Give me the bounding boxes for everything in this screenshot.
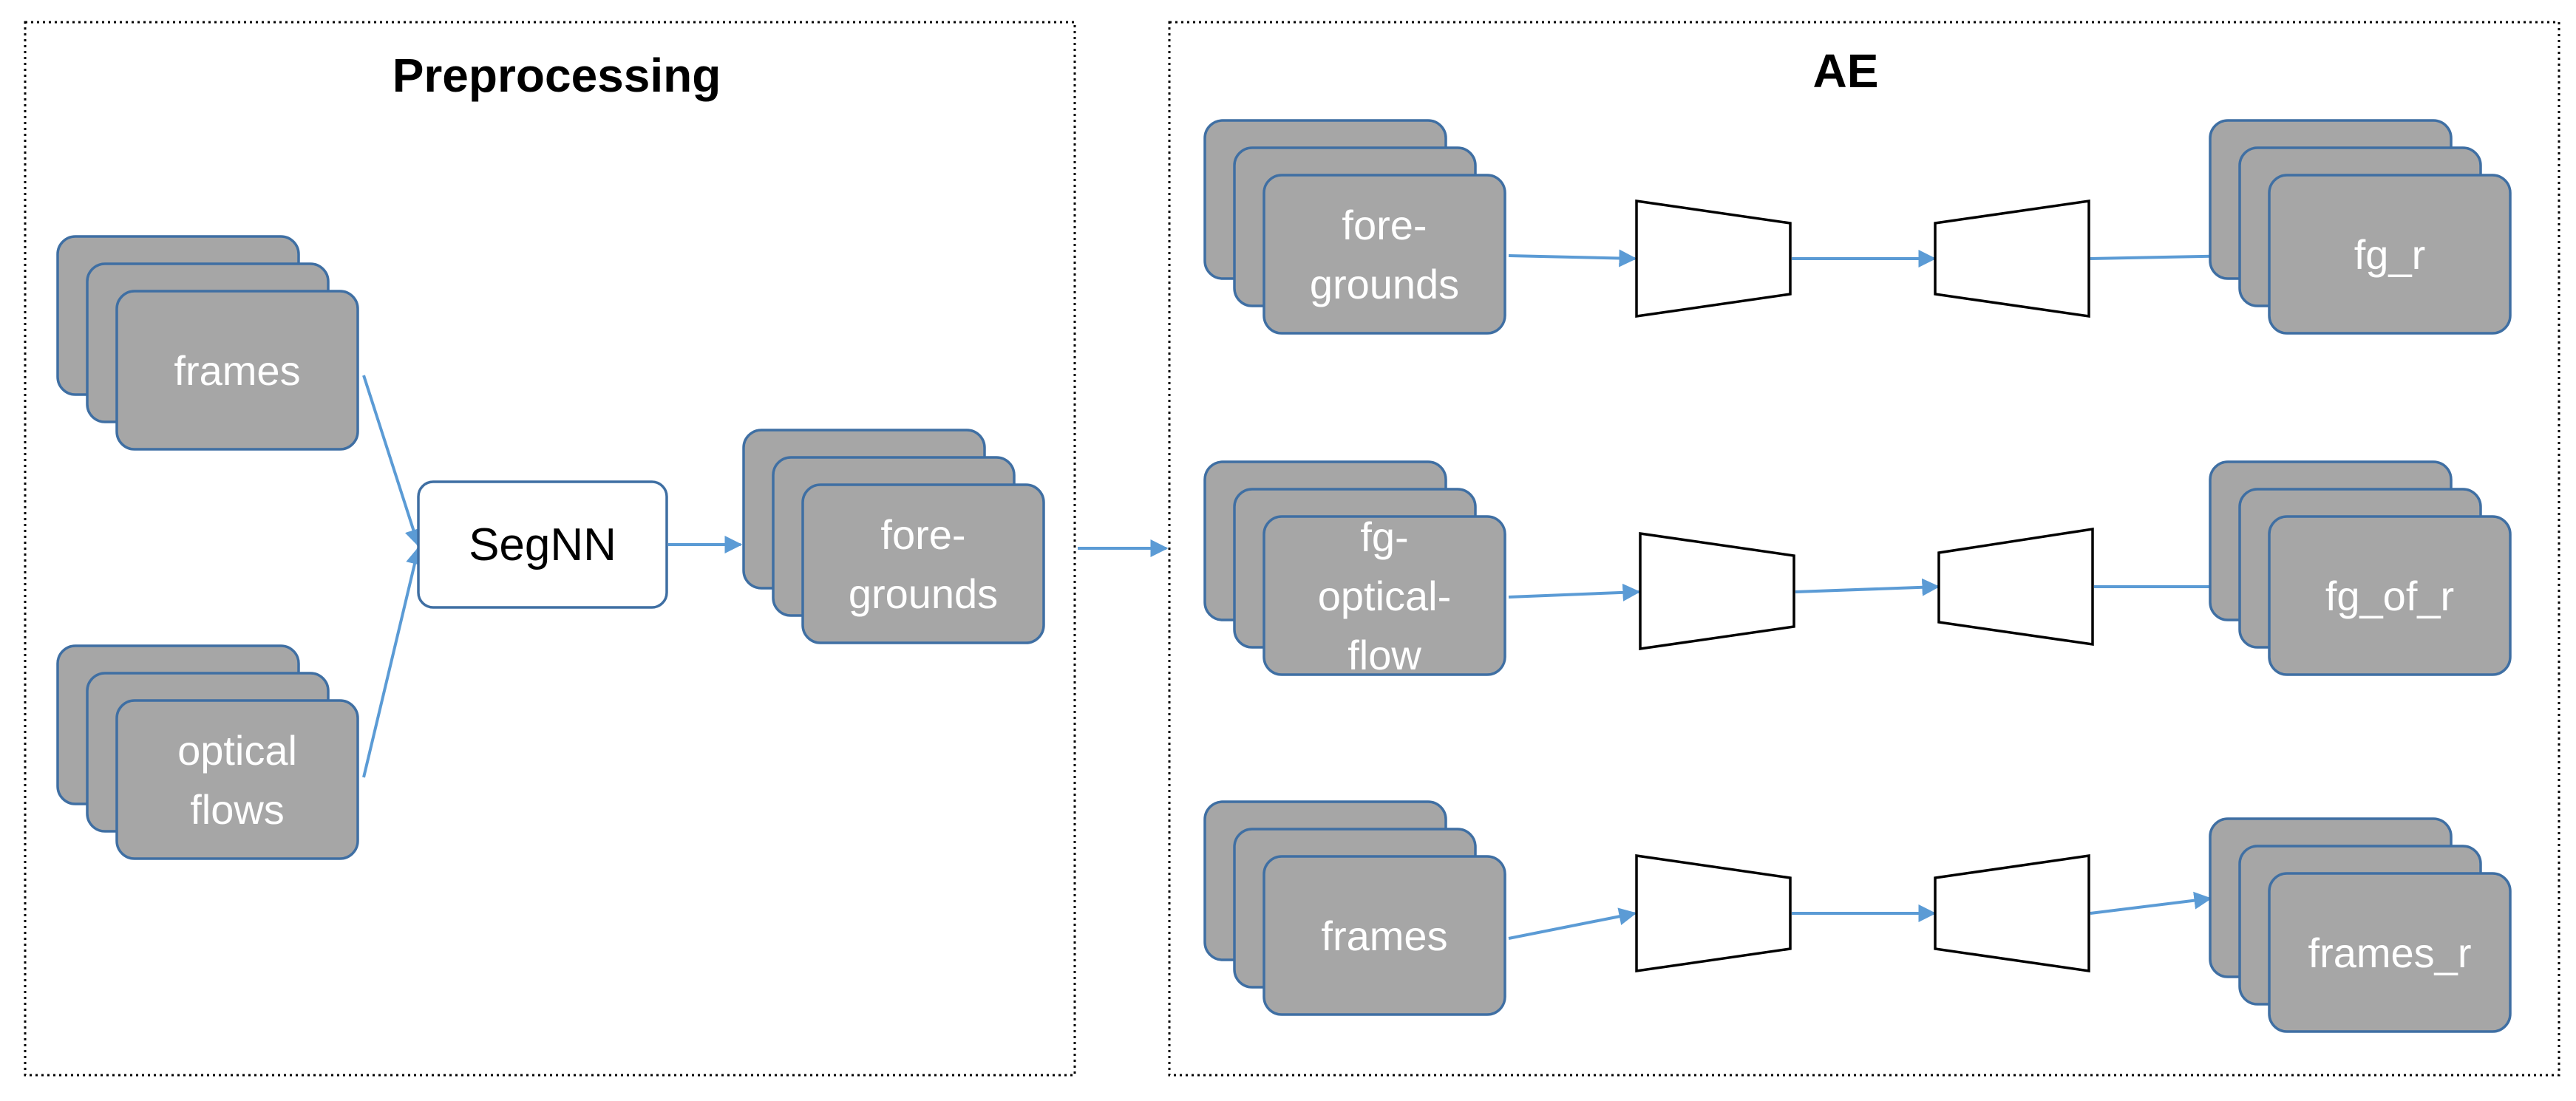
stack-label-line: grounds [1310, 261, 1459, 307]
preprocessing-panel [24, 21, 1076, 1077]
row2-decoder [1937, 527, 2094, 647]
row3-encoder [1635, 853, 1792, 973]
row1-decoder [1934, 199, 2090, 318]
stack-card [2268, 515, 2512, 676]
stack-label-line: fore- [880, 511, 965, 558]
stack-card [1262, 515, 1506, 676]
arrow-row3-decoder-to-output [2090, 891, 2212, 915]
preprocessing-title: Preprocessing [392, 49, 721, 102]
stack-card [2268, 174, 2512, 335]
stack-label-line: optical- [1318, 573, 1452, 619]
stack-card [1262, 855, 1506, 1016]
autoencoder-blocks [1635, 199, 2094, 973]
arrow-flows-to-segnn [362, 546, 424, 778]
ae-title: AE [1813, 44, 1879, 98]
stack-label-line: fg_r [2354, 231, 2426, 278]
stack-foregrounds: fore-grounds [742, 429, 1045, 644]
stack-card [1262, 174, 1506, 335]
arrow-row2-encoder-to-decoder [1795, 578, 1940, 596]
stack-card [115, 699, 359, 860]
stack-label-line: frames [174, 347, 300, 394]
stack-ae-output-row2: fg_of_r [2209, 460, 2512, 676]
stack-ae-input-row1: fore-grounds [1203, 119, 1506, 335]
stack-label-line: flow [1348, 632, 1421, 678]
stack-label-line: optical [177, 727, 297, 774]
stack-label-line: frames [1321, 913, 1447, 959]
stack-label-line: grounds [849, 570, 998, 617]
stack-card [115, 290, 359, 451]
stack-card [801, 483, 1045, 644]
stack-label-line: flows [190, 786, 285, 833]
stack-ae-input-row2: fg-optical-flow [1203, 460, 1506, 678]
stack-ae-output-row1: fg_r [2209, 119, 2512, 335]
segnn-label: SegNN [469, 519, 616, 570]
stack-label-line: fore- [1342, 202, 1427, 248]
stack-label-line: fg_of_r [2325, 573, 2454, 619]
segnn-box [417, 480, 668, 609]
stack-label-line: frames_r [2308, 930, 2472, 976]
stack-frames: frames [56, 235, 359, 451]
stack-label-line: fg- [1360, 514, 1408, 560]
stack-ae-output-row3: frames_r [2209, 817, 2512, 1033]
arrows [362, 247, 2242, 940]
stack-ae-input-row3: frames [1203, 800, 1506, 1016]
row1-encoder [1635, 199, 1792, 318]
row2-encoder [1639, 531, 1795, 651]
row3-decoder [1934, 853, 2090, 973]
arrow-row2-input-to-encoder [1508, 583, 1641, 601]
stack-card [2268, 872, 2512, 1033]
ae-panel [1168, 21, 2560, 1077]
arrow-row3-input-to-encoder [1508, 907, 1637, 940]
arrow-frames-to-segnn [362, 375, 422, 548]
arrow-row1-input-to-encoder [1508, 249, 1637, 267]
stack-optical-flows: optical flows [56, 644, 359, 860]
